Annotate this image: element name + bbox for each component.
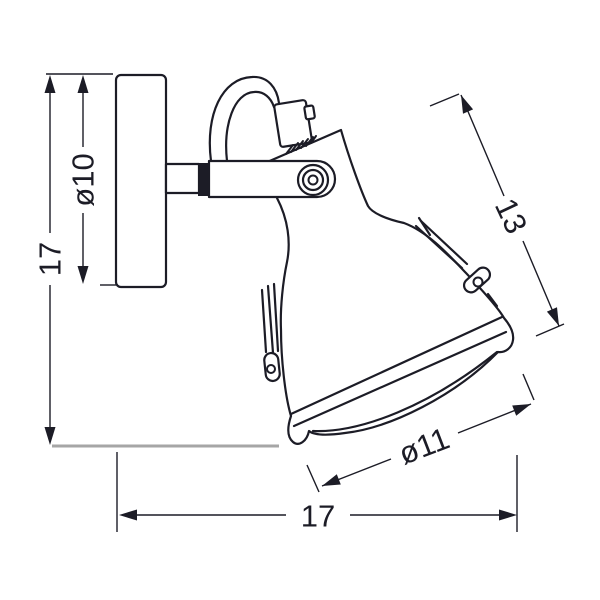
shade-rim xyxy=(289,315,508,428)
shade-clip-right xyxy=(414,216,499,308)
arrowhead xyxy=(77,266,89,284)
power-cable xyxy=(208,75,281,163)
arrowhead xyxy=(322,474,341,486)
wall-plate xyxy=(114,73,168,289)
extension-line xyxy=(535,323,565,337)
arrowhead xyxy=(44,427,56,445)
dimension-total-height: 17 xyxy=(33,73,113,445)
pivot-joint xyxy=(296,163,330,197)
glass-diffuser xyxy=(311,350,499,433)
arrowhead xyxy=(512,404,531,416)
mounting-stub xyxy=(164,162,201,195)
arrowhead xyxy=(77,75,89,93)
mounting-arm xyxy=(207,159,337,199)
dimension-label: 13 xyxy=(488,193,534,239)
extension-line xyxy=(429,93,460,107)
arrowhead xyxy=(461,95,474,114)
arm-collar xyxy=(198,163,209,196)
extension-line xyxy=(306,464,320,493)
cable-connector xyxy=(273,99,317,155)
thread-hatching xyxy=(285,135,317,155)
dimension-base-diameter: ø10 xyxy=(66,75,116,286)
arrowhead xyxy=(119,509,137,521)
dimension-label: 17 xyxy=(33,242,68,276)
extension-line xyxy=(522,373,535,401)
dimension-label: ø10 xyxy=(66,153,101,206)
dimension-total-width: 17 xyxy=(116,452,518,534)
dimension-label: ø11 xyxy=(394,421,454,472)
shade-clip-left xyxy=(260,282,281,383)
arrowhead xyxy=(499,509,517,521)
arrowhead xyxy=(546,307,559,326)
dimension-label: 17 xyxy=(301,499,335,534)
arrowhead xyxy=(44,75,56,93)
